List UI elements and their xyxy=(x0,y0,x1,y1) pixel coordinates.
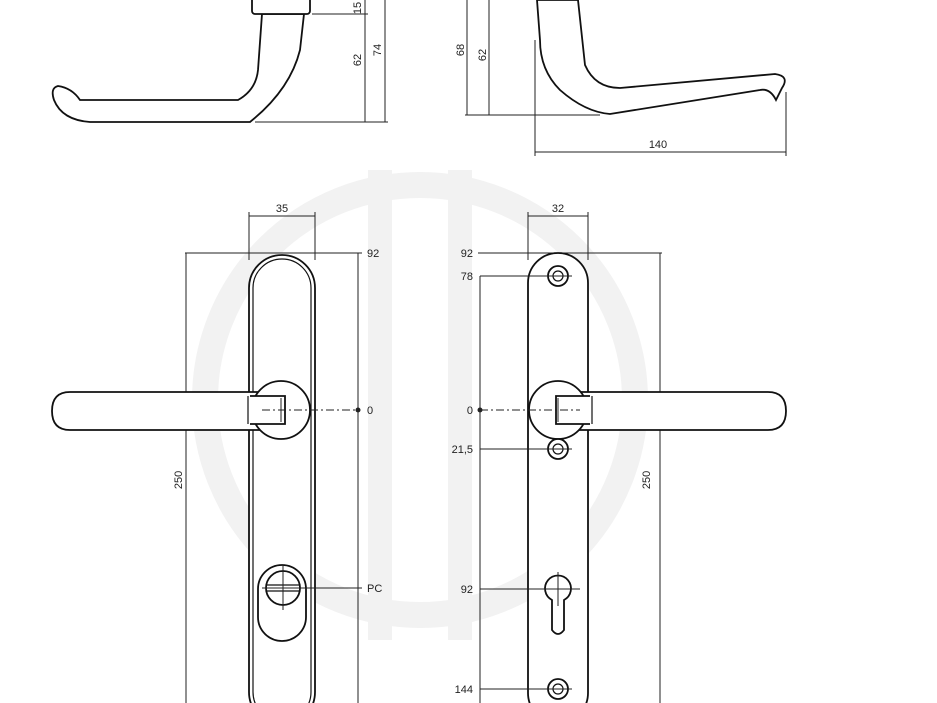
front-view-left: 35 92 250 0 PC xyxy=(51,203,382,703)
dim-68: 68 xyxy=(455,44,467,56)
dim-21-5: 21,5 xyxy=(452,444,473,456)
dim-250: 250 xyxy=(641,471,653,489)
dim-92-cyl: 92 xyxy=(461,584,473,596)
dim-144: 144 xyxy=(455,684,473,696)
side-view-right: 68 62 140 xyxy=(455,0,787,156)
dim-15: 15 xyxy=(352,2,364,14)
dim-140: 140 xyxy=(649,139,667,151)
dim-0: 0 xyxy=(467,405,473,417)
dim-0: 0 xyxy=(367,405,373,417)
dim-92-top: 92 xyxy=(461,248,473,260)
dim-250: 250 xyxy=(173,471,185,489)
front-view-right: 32 92 250 0 78 21,5 92 144 xyxy=(452,203,787,703)
dim-74: 74 xyxy=(372,44,384,56)
dim-62: 62 xyxy=(477,49,489,61)
side-view-left: 15 62 74 xyxy=(51,0,388,123)
dim-78: 78 xyxy=(461,271,473,283)
dim-32: 32 xyxy=(552,203,564,215)
dim-62: 62 xyxy=(352,54,364,66)
dim-pc: PC xyxy=(367,583,382,595)
dim-35: 35 xyxy=(276,203,288,215)
dim-92: 92 xyxy=(367,248,379,260)
